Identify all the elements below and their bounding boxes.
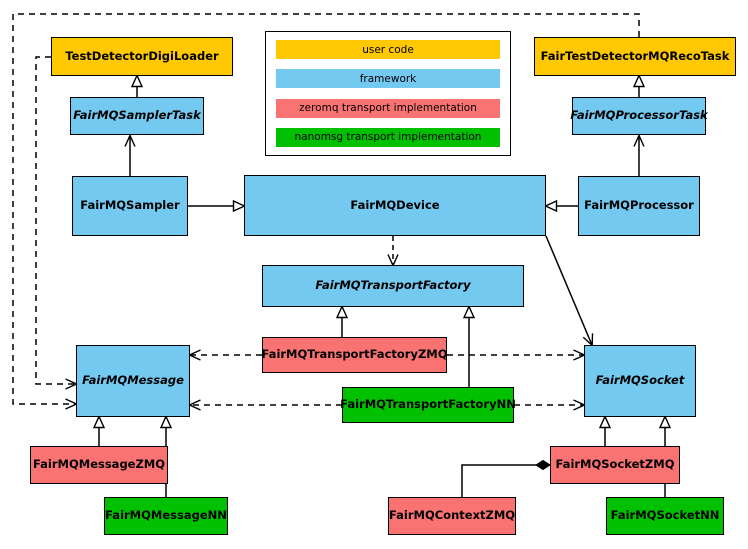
edge-recotask-message (12, 13, 640, 410)
class-box-fairtestdetectormqrecotask[interactable]: FairTestDetectorMQRecoTask (534, 37, 736, 76)
class-box-fairmqmessage[interactable]: FairMQMessage (76, 345, 190, 417)
class-box-fairmqdevice[interactable]: FairMQDevice (244, 175, 546, 236)
class-box-fairmqmessagezmq[interactable]: FairMQMessageZMQ (30, 446, 168, 484)
class-box-fairmqtransportfactory[interactable]: FairMQTransportFactory (262, 265, 524, 307)
edge-device-socket (545, 235, 594, 348)
class-box-testdetectordigiloader[interactable]: TestDetectorDigiLoader (51, 37, 233, 76)
legend-item-user-code: user code (276, 40, 500, 59)
class-box-fairmqsocketnn[interactable]: FairMQSocketNN (606, 497, 724, 535)
legend-item-framework: framework (276, 69, 500, 89)
class-box-fairmqsocket[interactable]: FairMQSocket (584, 345, 696, 417)
legend-item-nanomsg: nanomsg transport implementation (276, 127, 500, 147)
edge-contextzmq-socketzmq (461, 459, 551, 497)
edge-digiloader-message (35, 56, 79, 390)
legend: user code framework zeromq transport imp… (265, 31, 511, 156)
class-box-fairmqtransportfactoryzmq[interactable]: FairMQTransportFactoryZMQ (262, 337, 448, 373)
class-box-fairmqprocessortask[interactable]: FairMQProcessorTask (570, 97, 708, 135)
class-box-fairmqsamplertask[interactable]: FairMQSamplerTask (70, 97, 204, 135)
class-box-fairmqprocessor[interactable]: FairMQProcessor (578, 176, 700, 236)
class-box-fairmqsampler[interactable]: FairMQSampler (72, 176, 188, 236)
class-box-fairmqmessagenn[interactable]: FairMQMessageNN (104, 497, 228, 535)
legend-item-zeromq: zeromq transport implementation (276, 98, 500, 118)
class-box-fairmqcontextzmq[interactable]: FairMQContextZMQ (388, 497, 516, 535)
class-box-fairmqtransportfactorynn[interactable]: FairMQTransportFactoryNN (340, 387, 516, 423)
class-box-fairmqsocketzmq[interactable]: FairMQSocketZMQ (550, 446, 680, 484)
